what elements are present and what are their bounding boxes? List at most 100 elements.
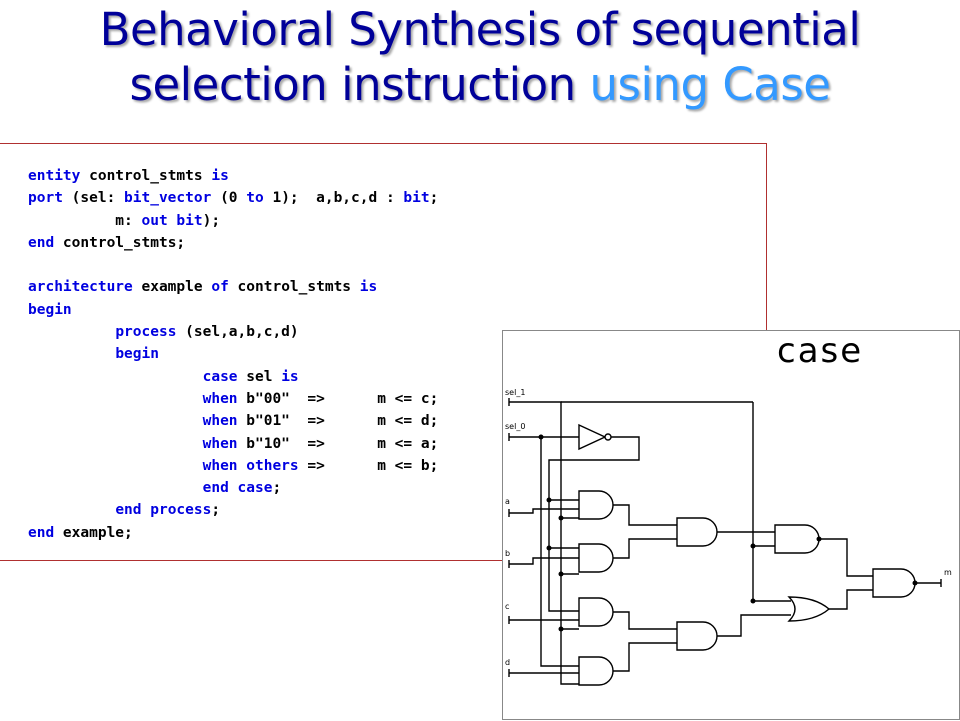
title-main-text: Behavioral Synthesis of sequential selec… — [99, 3, 861, 111]
code-keyword: when — [202, 413, 238, 430]
code-line: when others => m <= b; — [28, 457, 439, 474]
code-line: when b"00" => m <= c; — [28, 390, 439, 407]
port-label-sel1: sel_1 — [505, 388, 525, 397]
code-line: when b"01" => m <= d; — [28, 413, 439, 430]
wire-and1-out — [613, 504, 677, 526]
code-text: b"01" => m <= d; — [237, 413, 439, 430]
code-text — [28, 346, 115, 362]
code-keyword: end case — [202, 480, 273, 497]
code-line: begin — [28, 302, 72, 318]
code-keyword: is — [281, 368, 299, 385]
code-line: entity control_stmts is — [28, 168, 229, 184]
code-keyword: out bit — [141, 212, 203, 229]
case-logic-diagram: .w { stroke:#000; stroke-width:1.4; fill… — [502, 330, 960, 720]
code-text: control_stmts — [80, 168, 212, 184]
code-keyword: begin — [28, 301, 72, 318]
code-text — [28, 369, 203, 385]
code-keyword: when others — [202, 457, 299, 474]
and-gate-5 — [676, 517, 718, 547]
input-port-b — [508, 560, 519, 568]
wire-or-out — [829, 589, 873, 610]
code-text: b"00" => m <= c; — [237, 390, 439, 407]
port-label-sel0: sel_0 — [505, 422, 525, 431]
wire-b — [519, 557, 579, 565]
code-text: b"10" => m <= a; — [237, 435, 439, 452]
input-port-c — [508, 616, 519, 624]
port-label-c: c — [505, 602, 509, 611]
code-text: (sel,a,b,c,d) — [176, 324, 299, 341]
and-gate-3 — [578, 597, 614, 627]
code-text — [28, 324, 115, 340]
title-highlight-text: using Case — [589, 58, 831, 111]
code-line: end case; — [28, 480, 282, 497]
and-gate-6 — [676, 621, 718, 651]
code-keyword: entity — [28, 168, 81, 184]
wire-and2-out — [613, 538, 677, 559]
code-text — [28, 391, 203, 407]
code-keyword: bit — [403, 190, 430, 207]
and-gate-4 — [578, 656, 614, 686]
code-line: end process; — [28, 502, 220, 518]
inverter-gate — [578, 423, 612, 451]
slide-title: Behavioral Synthesis of sequential selec… — [0, 2, 960, 112]
code-text: (sel: — [62, 190, 125, 207]
code-text: ; — [429, 190, 439, 207]
code-keyword: bit_vector — [124, 190, 212, 207]
wire-and3-out — [613, 611, 677, 630]
wire-and7-out — [819, 538, 873, 577]
input-port-d — [508, 669, 519, 677]
code-text — [28, 480, 203, 496]
wire-and4-out — [613, 642, 677, 672]
code-line: end example; — [28, 525, 133, 541]
input-port-sel0 — [508, 433, 519, 441]
code-text: ; — [272, 480, 282, 497]
wire-sel1-branches — [561, 517, 579, 630]
port-label-d: d — [505, 658, 510, 667]
wire-a — [519, 508, 579, 514]
wire-sel-to-or — [752, 546, 791, 602]
code-line: architecture example of control_stmts is — [28, 279, 377, 295]
code-line: end control_stmts; — [28, 235, 185, 251]
code-keyword: architecture — [28, 279, 133, 296]
code-keyword: case — [202, 368, 238, 385]
and-gate-1 — [578, 490, 614, 520]
code-text — [28, 413, 203, 429]
code-text — [28, 502, 115, 518]
and-gate-2 — [578, 543, 614, 573]
wire-sel1 — [519, 401, 579, 685]
code-keyword: when — [202, 390, 238, 407]
code-keyword: is — [359, 279, 378, 296]
vhdl-code-listing: entity control_stmts is port (sel: bit_v… — [28, 165, 438, 544]
code-text: ; — [211, 502, 221, 519]
code-keyword: port — [28, 190, 63, 207]
code-text: example; — [54, 524, 133, 541]
code-line: begin — [28, 346, 159, 362]
and-gate-7 — [774, 524, 820, 554]
code-keyword: to — [246, 190, 264, 207]
code-line: port (sel: bit_vector (0 to 1); a,b,c,d … — [28, 190, 438, 206]
wire-sel0-inverted — [548, 436, 640, 612]
code-text — [28, 458, 203, 474]
code-text: ); — [202, 212, 221, 229]
wire-sel-to-and7 — [752, 402, 775, 547]
code-text: 1); a,b,c,d : — [263, 190, 404, 207]
code-keyword: end — [28, 234, 55, 251]
code-keyword: of — [211, 279, 229, 296]
code-text: sel — [237, 368, 282, 385]
code-keyword: is — [211, 168, 229, 184]
code-line: m: out bit); — [28, 213, 220, 229]
port-label-b: b — [505, 549, 510, 558]
code-text: example — [132, 279, 212, 296]
port-label-a: a — [505, 497, 510, 506]
code-line: process (sel,a,b,c,d) — [28, 324, 299, 341]
wire-and6-out — [717, 614, 791, 637]
code-text — [28, 436, 203, 452]
input-port-sel1 — [508, 398, 519, 406]
input-port-a — [508, 509, 519, 517]
or-gate — [787, 596, 831, 622]
code-text: (0 — [211, 190, 247, 207]
and-gate-final — [872, 568, 916, 598]
diagram-heading: case — [777, 331, 863, 371]
code-keyword: end process — [115, 502, 212, 519]
code-text: control_stmts — [228, 279, 360, 296]
